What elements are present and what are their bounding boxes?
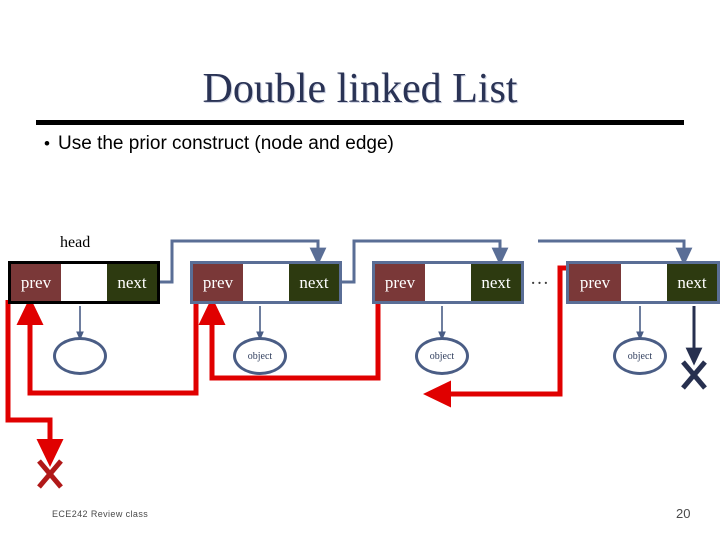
bullet-marker-icon: •: [44, 134, 50, 153]
list-node-2[interactable]: prev next: [190, 261, 342, 304]
node-1-prev-cell[interactable]: prev: [11, 264, 61, 301]
node-4-prev-cell[interactable]: prev: [569, 264, 621, 301]
head-pointer-label: head: [60, 234, 91, 251]
null-terminator-left-icon: [37, 459, 63, 489]
list-node-3[interactable]: prev next: [372, 261, 524, 304]
null-terminator-right-icon: [681, 360, 707, 390]
object-node-1[interactable]: [53, 337, 107, 375]
next-wire-3: [538, 239, 693, 266]
node-2-next-cell[interactable]: next: [289, 264, 339, 301]
object-node-2[interactable]: object: [233, 337, 287, 375]
bullet-item: • Use the prior construct (node and edge…: [36, 133, 636, 155]
page-title: Double linked List: [202, 66, 518, 112]
node-2-data-cell[interactable]: [243, 264, 289, 301]
node-3-prev-cell[interactable]: prev: [375, 264, 425, 301]
page-number: 20: [676, 506, 691, 521]
node-1-next-cell[interactable]: next: [107, 264, 157, 301]
node-4-next-cell[interactable]: next: [667, 264, 717, 301]
node-3-next-cell[interactable]: next: [471, 264, 521, 301]
ellipsis-indicator: …: [530, 268, 550, 289]
title-divider: [36, 120, 684, 125]
node-2-prev-cell[interactable]: prev: [193, 264, 243, 301]
node-1-data-cell[interactable]: [61, 264, 107, 301]
list-node-1[interactable]: prev next: [8, 261, 160, 304]
node-3-data-cell[interactable]: [425, 264, 471, 301]
list-node-4[interactable]: prev next: [566, 261, 720, 304]
object-node-3[interactable]: object: [415, 337, 469, 375]
object-node-4[interactable]: object: [613, 337, 667, 375]
node-4-data-cell[interactable]: [621, 264, 667, 301]
bullet-text: Use the prior construct (node and edge): [58, 133, 394, 154]
footer-note: ECE242 Review class: [52, 509, 149, 519]
prev-wire-terminator: [5, 300, 64, 467]
